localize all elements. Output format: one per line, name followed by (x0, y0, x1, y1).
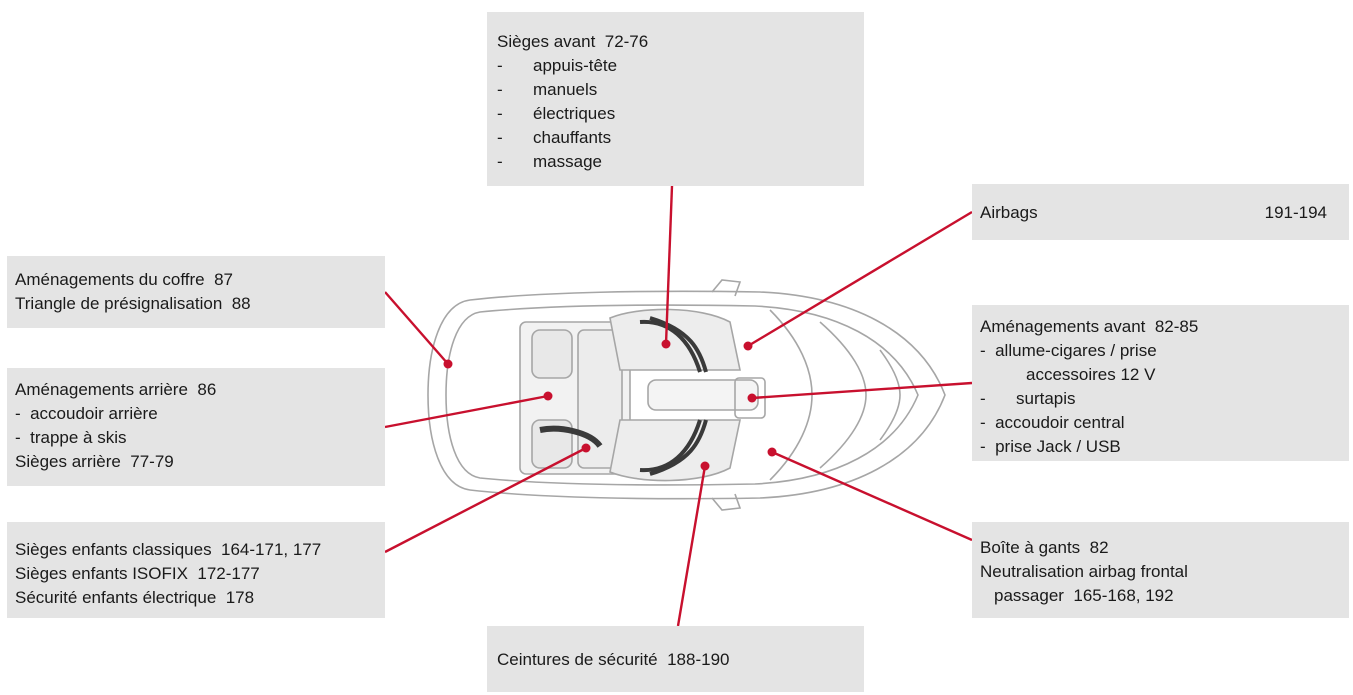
leader-dots (443, 339, 777, 471)
front-fittings-item-1b: accessoires 12 V (1026, 365, 1156, 384)
child-seats-line-3: Sécurité enfants électrique 178 (15, 588, 255, 607)
child-seats-line-2: Sièges enfants ISOFIX 172-177 (15, 564, 260, 583)
child-seats-box: Sièges enfants classiques 164-171, 177 S… (7, 522, 385, 618)
front-fittings-item-2: surtapis (1016, 389, 1076, 408)
car-illustration (427, 279, 946, 511)
seatbelts-box: Ceintures de sécurité 188-190 (487, 626, 864, 692)
glovebox-line-2: Neutralisation airbag frontal (980, 562, 1188, 581)
glovebox-line-1: Boîte à gants 82 (980, 538, 1109, 557)
trunk-box: Aménagements du coffre 87 Triangle de pr… (7, 256, 385, 328)
front-seats-item: appuis-tête (533, 56, 618, 75)
front-seats-box: Sièges avant 72-76 -appuis-tête -manuels… (487, 12, 864, 186)
front-fittings-title: Aménagements avant 82-85 (980, 317, 1199, 336)
front-seats-item: manuels (533, 80, 598, 99)
front-fittings-box: Aménagements avant 82-85 - allume-cigare… (972, 305, 1349, 461)
leader-airbags (747, 210, 973, 348)
front-seats-title: Sièges avant 72-76 (497, 32, 649, 51)
rear-seats-line: Sièges arrière 77-79 (15, 452, 174, 471)
leader-child-seats (384, 446, 587, 554)
airbags-box: Airbags 191-194 (972, 184, 1349, 240)
airbags-label: Airbags (980, 203, 1038, 222)
front-fittings-item-1: - allume-cigares / prise (980, 341, 1157, 360)
rear-fittings-box: Aménagements arrière 86 - accoudoir arri… (7, 368, 385, 486)
front-seats-item: électriques (533, 104, 616, 123)
rear-fittings-title: Aménagements arrière 86 (15, 380, 217, 399)
glovebox-line-3: passager 165-168, 192 (994, 586, 1174, 605)
front-seats-item: chauffants (533, 128, 612, 147)
leader-front-fittings (751, 381, 973, 400)
rear-fittings-item-1: - accoudoir arrière (15, 404, 158, 423)
front-fittings-item-4: - prise Jack / USB (980, 437, 1121, 456)
front-fittings-item-3: - accoudoir central (980, 413, 1125, 432)
front-seats-item: massage (533, 152, 602, 171)
leader-glovebox (771, 450, 973, 542)
trunk-line-1: Aménagements du coffre 87 (15, 270, 233, 289)
airbags-pages: 191-194 (1264, 203, 1327, 222)
leader-lines (384, 185, 973, 627)
leader-rear-fittings (384, 394, 549, 429)
seatbelts-label: Ceintures de sécurité 188-190 (497, 650, 730, 669)
leader-trunk (384, 291, 449, 365)
leader-seatbelts (676, 465, 707, 627)
rear-fittings-item-2: - trappe à skis (15, 428, 127, 447)
glovebox-box: Boîte à gants 82 Neutralisation airbag f… (972, 522, 1349, 618)
seatbelt-graphics (539, 316, 708, 476)
child-seats-line-1: Sièges enfants classiques 164-171, 177 (15, 540, 322, 559)
leader-front-seats (664, 185, 674, 345)
trunk-line-2: Triangle de présignalisation 88 (15, 294, 251, 313)
